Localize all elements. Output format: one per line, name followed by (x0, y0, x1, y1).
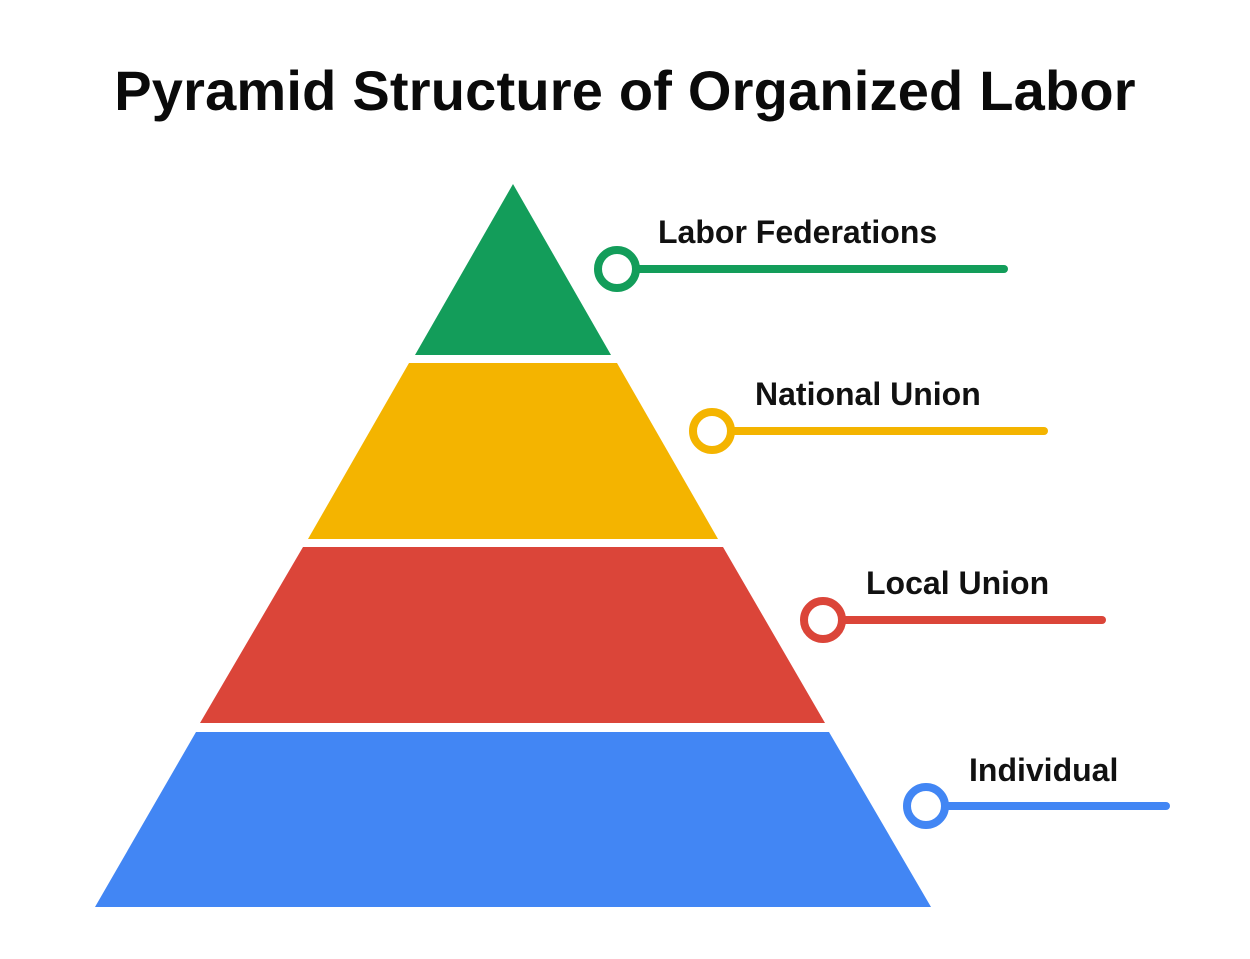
label-labor-federations: Labor Federations (658, 214, 938, 250)
pyramid-tier-local-union (200, 547, 825, 723)
label-individual: Individual (969, 752, 1119, 788)
marker-circle-icon (903, 783, 949, 829)
label-local-union: Local Union (866, 565, 1050, 601)
marker-circle-icon (800, 597, 846, 643)
pyramid-tier-national-union (308, 363, 718, 539)
marker-circle-icon (689, 408, 735, 454)
label-national-union: National Union (755, 376, 981, 412)
pyramid-tier-individual (95, 732, 931, 907)
connector-labor-federations (594, 246, 1008, 292)
pyramid-tier-labor-federations (415, 184, 611, 355)
marker-circle-icon (594, 246, 640, 292)
connector-individual (903, 783, 1170, 829)
connector-local-union (800, 597, 1106, 643)
diagram-title: Pyramid Structure of Organized Labor (114, 59, 1136, 122)
connector-national-union (689, 408, 1048, 454)
